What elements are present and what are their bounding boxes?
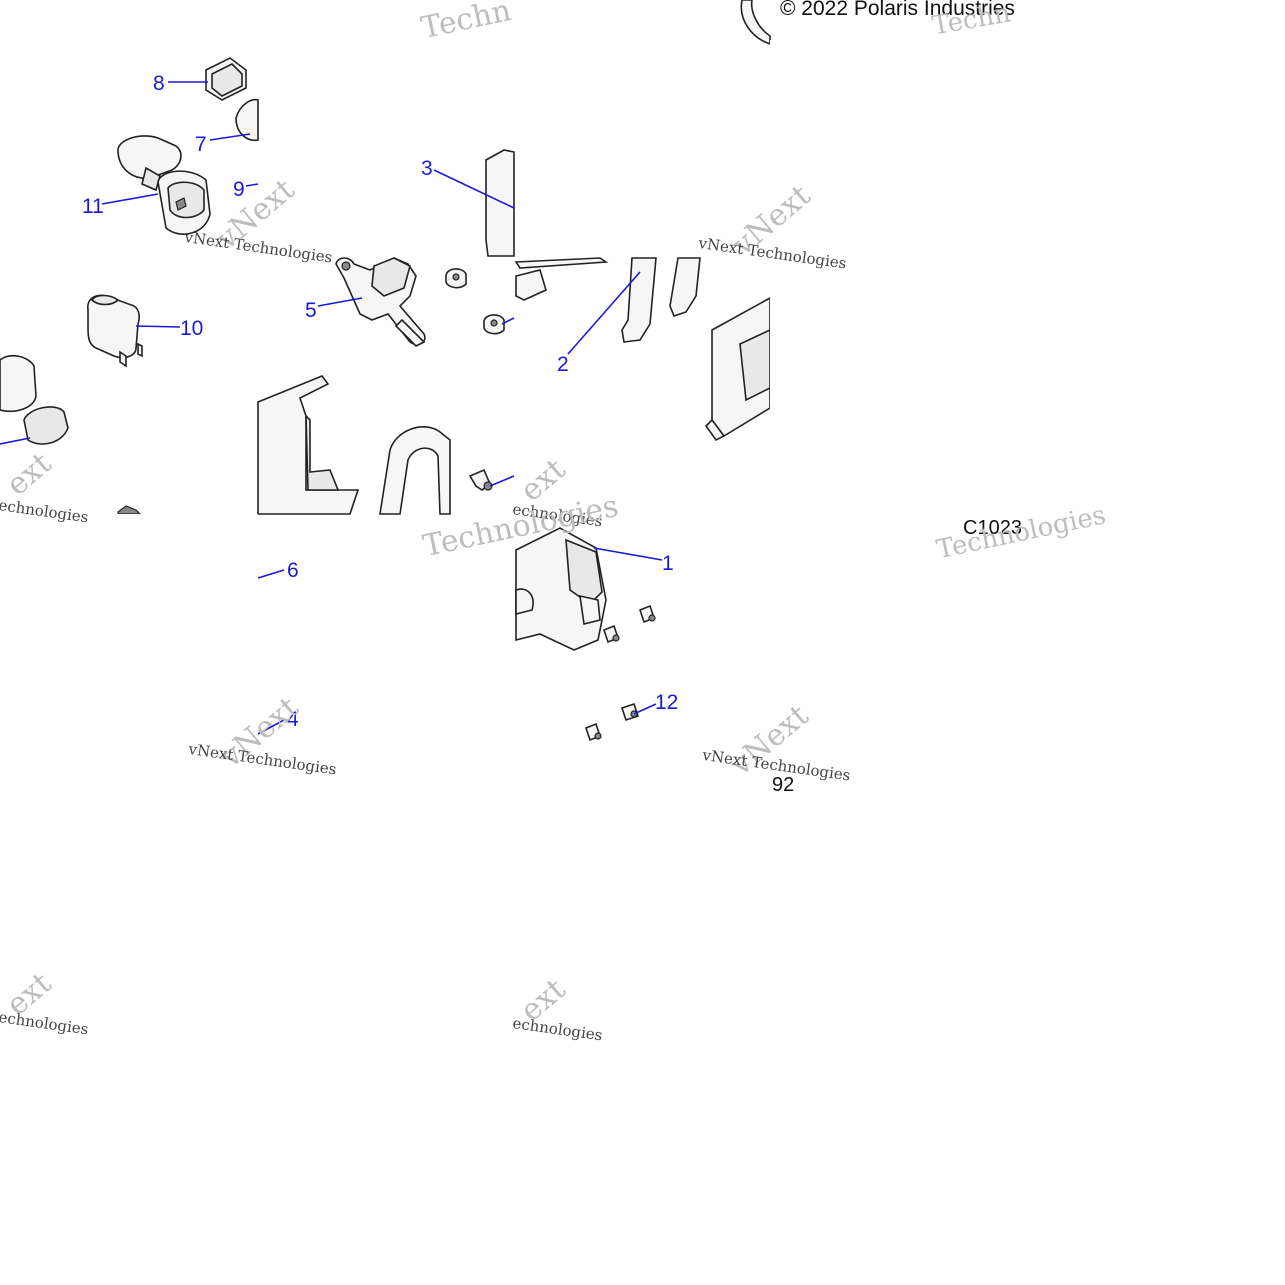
part-4-bracket xyxy=(379,426,451,515)
callout-2: 2 xyxy=(557,353,569,376)
callout-9: 9 xyxy=(233,178,245,201)
mounting-bracket xyxy=(257,375,360,515)
callout-8: 8 xyxy=(153,72,165,95)
part-11-key-switch xyxy=(117,135,211,235)
screw-a xyxy=(603,624,620,644)
leader-lines xyxy=(0,81,663,735)
blank-mid-low xyxy=(300,580,514,770)
callout-5: 5 xyxy=(305,299,317,322)
callout-1: 1 xyxy=(662,552,674,575)
part-5-sensor xyxy=(335,257,426,347)
screw-b xyxy=(639,604,656,624)
blank-left-low xyxy=(0,514,258,770)
part-10-relay xyxy=(87,294,143,368)
switch-fragment-left xyxy=(0,354,142,515)
nut-upper xyxy=(445,268,467,289)
blank-right-top xyxy=(770,40,1285,258)
blank-right-low xyxy=(700,580,770,700)
callout-4: 4 xyxy=(287,708,299,731)
part-1-ecu xyxy=(515,527,607,651)
drawing-code: C1023 xyxy=(963,517,1022,539)
callout-11: 11 xyxy=(82,195,104,218)
ecu-module-upper xyxy=(704,296,771,442)
copyright-text: © 2022 Polaris Industries xyxy=(780,0,1015,20)
callout-7: 7 xyxy=(195,133,207,156)
part-7-ring xyxy=(235,98,259,142)
part-8-nut xyxy=(205,57,247,101)
nut-lower xyxy=(483,314,505,335)
callout-6: 6 xyxy=(287,559,299,582)
blank-bottom xyxy=(0,770,1285,1285)
part-3-bracket xyxy=(485,149,515,257)
blank-right-mid xyxy=(770,274,1285,524)
callout-10: 10 xyxy=(180,317,203,340)
callout-3: 3 xyxy=(421,157,433,180)
part-2-bracket xyxy=(514,257,701,343)
bracket-fragment xyxy=(740,0,771,46)
screw-d xyxy=(585,722,602,742)
callout-12: 12 xyxy=(655,691,678,714)
drawing-code-fragment: 92 xyxy=(772,774,795,796)
bolt-6 xyxy=(468,468,493,491)
